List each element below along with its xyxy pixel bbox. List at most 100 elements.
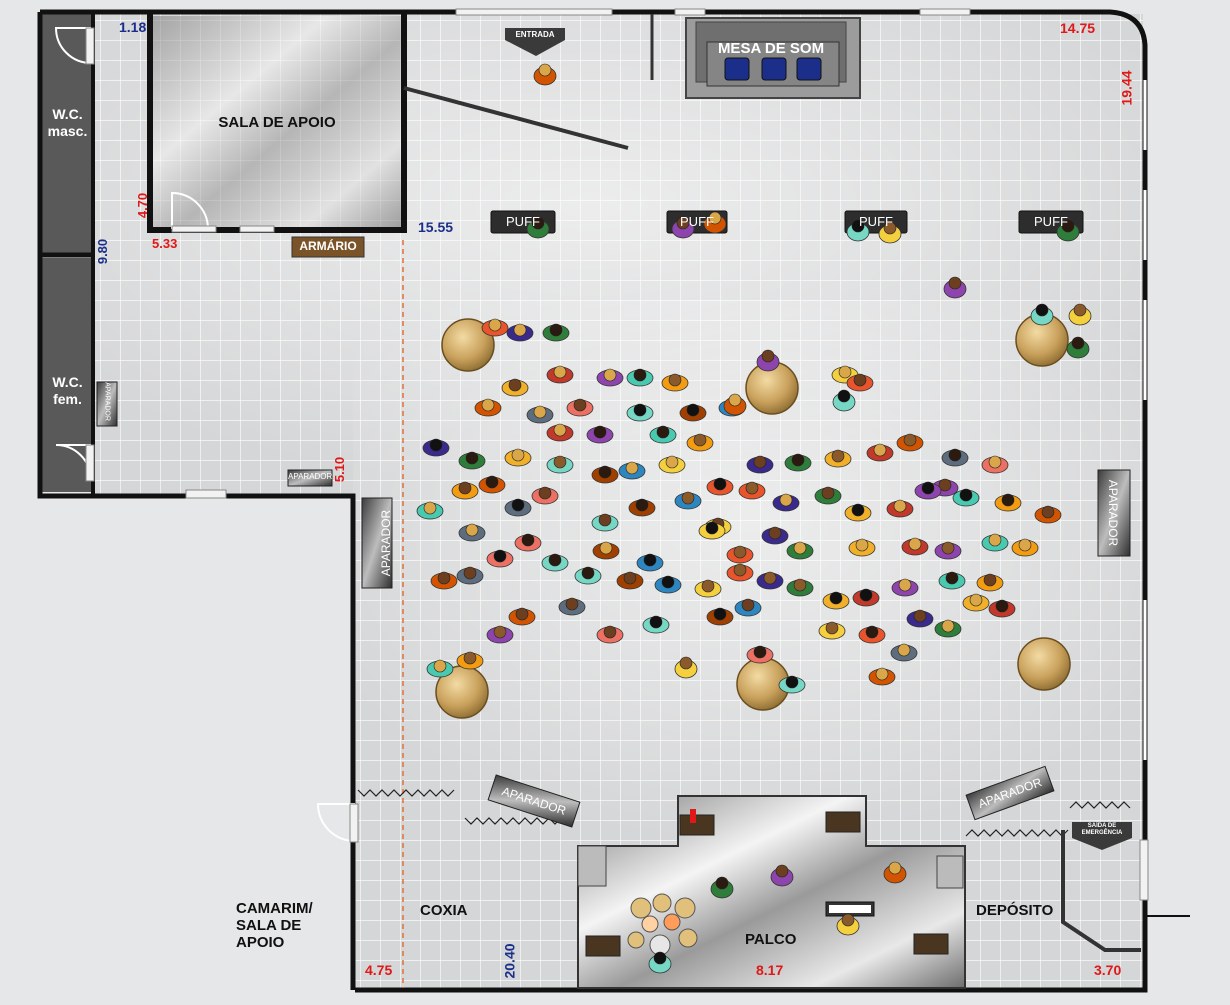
aparador-label-wc: APARADOR <box>103 382 111 421</box>
audience-person <box>566 398 594 417</box>
wc-fem-line2: fem. <box>53 391 82 407</box>
saida-line2: EMERGÊNCIA <box>1081 830 1123 836</box>
audience-person <box>941 448 969 467</box>
audience-person <box>591 465 619 484</box>
audience-person <box>962 593 990 612</box>
entrada-sign: ENTRADA <box>515 30 555 39</box>
audience-person <box>698 521 726 540</box>
audience-person <box>661 373 689 392</box>
audience-person <box>981 455 1009 474</box>
audience-person <box>626 368 654 387</box>
audience-person <box>504 448 532 467</box>
room-label-deposito: DEPÓSITO <box>976 902 1054 919</box>
audience-person <box>416 501 444 520</box>
audience-person <box>994 493 1022 512</box>
crowd <box>416 63 1092 974</box>
audience-person <box>654 575 682 594</box>
audience-person <box>938 571 966 590</box>
standing-person <box>1030 303 1054 326</box>
dim-20-40: 20.40 <box>501 943 518 979</box>
audience-person <box>458 523 486 542</box>
audience-person <box>886 499 914 518</box>
audience-person <box>542 323 570 342</box>
audience-person <box>786 541 814 560</box>
audience-person <box>508 607 536 626</box>
standing-person <box>770 864 794 887</box>
audience-person <box>592 541 620 560</box>
standing-person <box>846 219 870 242</box>
audience-person <box>541 553 569 572</box>
audience-person <box>746 645 774 664</box>
audience-person <box>706 607 734 626</box>
audience-person <box>890 643 918 662</box>
audience-person <box>486 549 514 568</box>
audience-person <box>504 498 532 517</box>
standing-person <box>533 63 557 86</box>
audience-person <box>546 455 574 474</box>
room-label-wc-masc: W.C. masc. <box>42 106 93 140</box>
audience-person <box>738 481 766 500</box>
dim-1-18: 1.18 <box>119 19 147 35</box>
audience-person <box>784 453 812 472</box>
audience-person <box>976 573 1004 592</box>
aparador-label-right: APARADOR <box>1106 479 1120 547</box>
standing-person <box>883 861 907 884</box>
standing-person <box>648 951 672 974</box>
sala-de-apoio-room <box>152 16 402 228</box>
audience-person <box>772 493 800 512</box>
audience-person <box>586 425 614 444</box>
audience-person <box>430 571 458 590</box>
audience-person <box>906 609 934 628</box>
audience-person <box>628 498 656 517</box>
standing-person <box>1056 219 1080 242</box>
standing-person <box>674 656 698 679</box>
audience-person <box>618 461 646 480</box>
audience-person <box>526 405 554 424</box>
audience-person <box>988 599 1016 618</box>
audience-person <box>558 597 586 616</box>
saida-emergencia-sign: SAÍDA DE EMERGÊNCIA <box>1072 823 1132 837</box>
standing-person <box>1066 336 1090 359</box>
audience-person <box>778 675 806 694</box>
room-label-palco: PALCO <box>745 931 797 948</box>
standing-person <box>878 221 902 244</box>
standing-person <box>671 216 695 239</box>
doors <box>54 8 1149 901</box>
saida-line1: SAÍDA DE <box>1087 823 1117 829</box>
audience-person <box>896 433 924 452</box>
audience-person <box>481 318 509 337</box>
audience-person <box>981 533 1009 552</box>
audience-person <box>1034 505 1062 524</box>
audience-person <box>786 578 814 597</box>
armario <box>291 236 365 258</box>
audience-person <box>848 538 876 557</box>
tables <box>435 313 1071 719</box>
stage <box>577 795 966 989</box>
dim-3-70: 3.70 <box>1094 962 1122 978</box>
audience-person <box>514 533 542 552</box>
round-table <box>441 318 495 372</box>
audience-person <box>422 438 450 457</box>
standing-person <box>943 276 967 299</box>
standing-person <box>756 349 780 372</box>
audience-person <box>596 368 624 387</box>
audience-person <box>546 365 574 384</box>
audience-person <box>478 475 506 494</box>
room-label-camarim: CAMARIM/ SALA DE APOIO <box>236 900 313 951</box>
audience-person <box>761 526 789 545</box>
wc-masc-line1: W.C. <box>52 106 83 122</box>
audience-person <box>814 486 842 505</box>
audience-person <box>506 323 534 342</box>
audience-person <box>952 488 980 507</box>
audience-person <box>596 625 624 644</box>
camarim-line1: CAMARIM/ <box>236 900 313 917</box>
audience-person <box>1011 538 1039 557</box>
mesa-de-som <box>685 17 861 99</box>
aparadores <box>96 381 1131 828</box>
puff-label-2: PUFF <box>680 214 714 229</box>
audience-person <box>458 451 486 470</box>
audience-person <box>686 433 714 452</box>
dim-15-55: 15.55 <box>418 219 454 235</box>
